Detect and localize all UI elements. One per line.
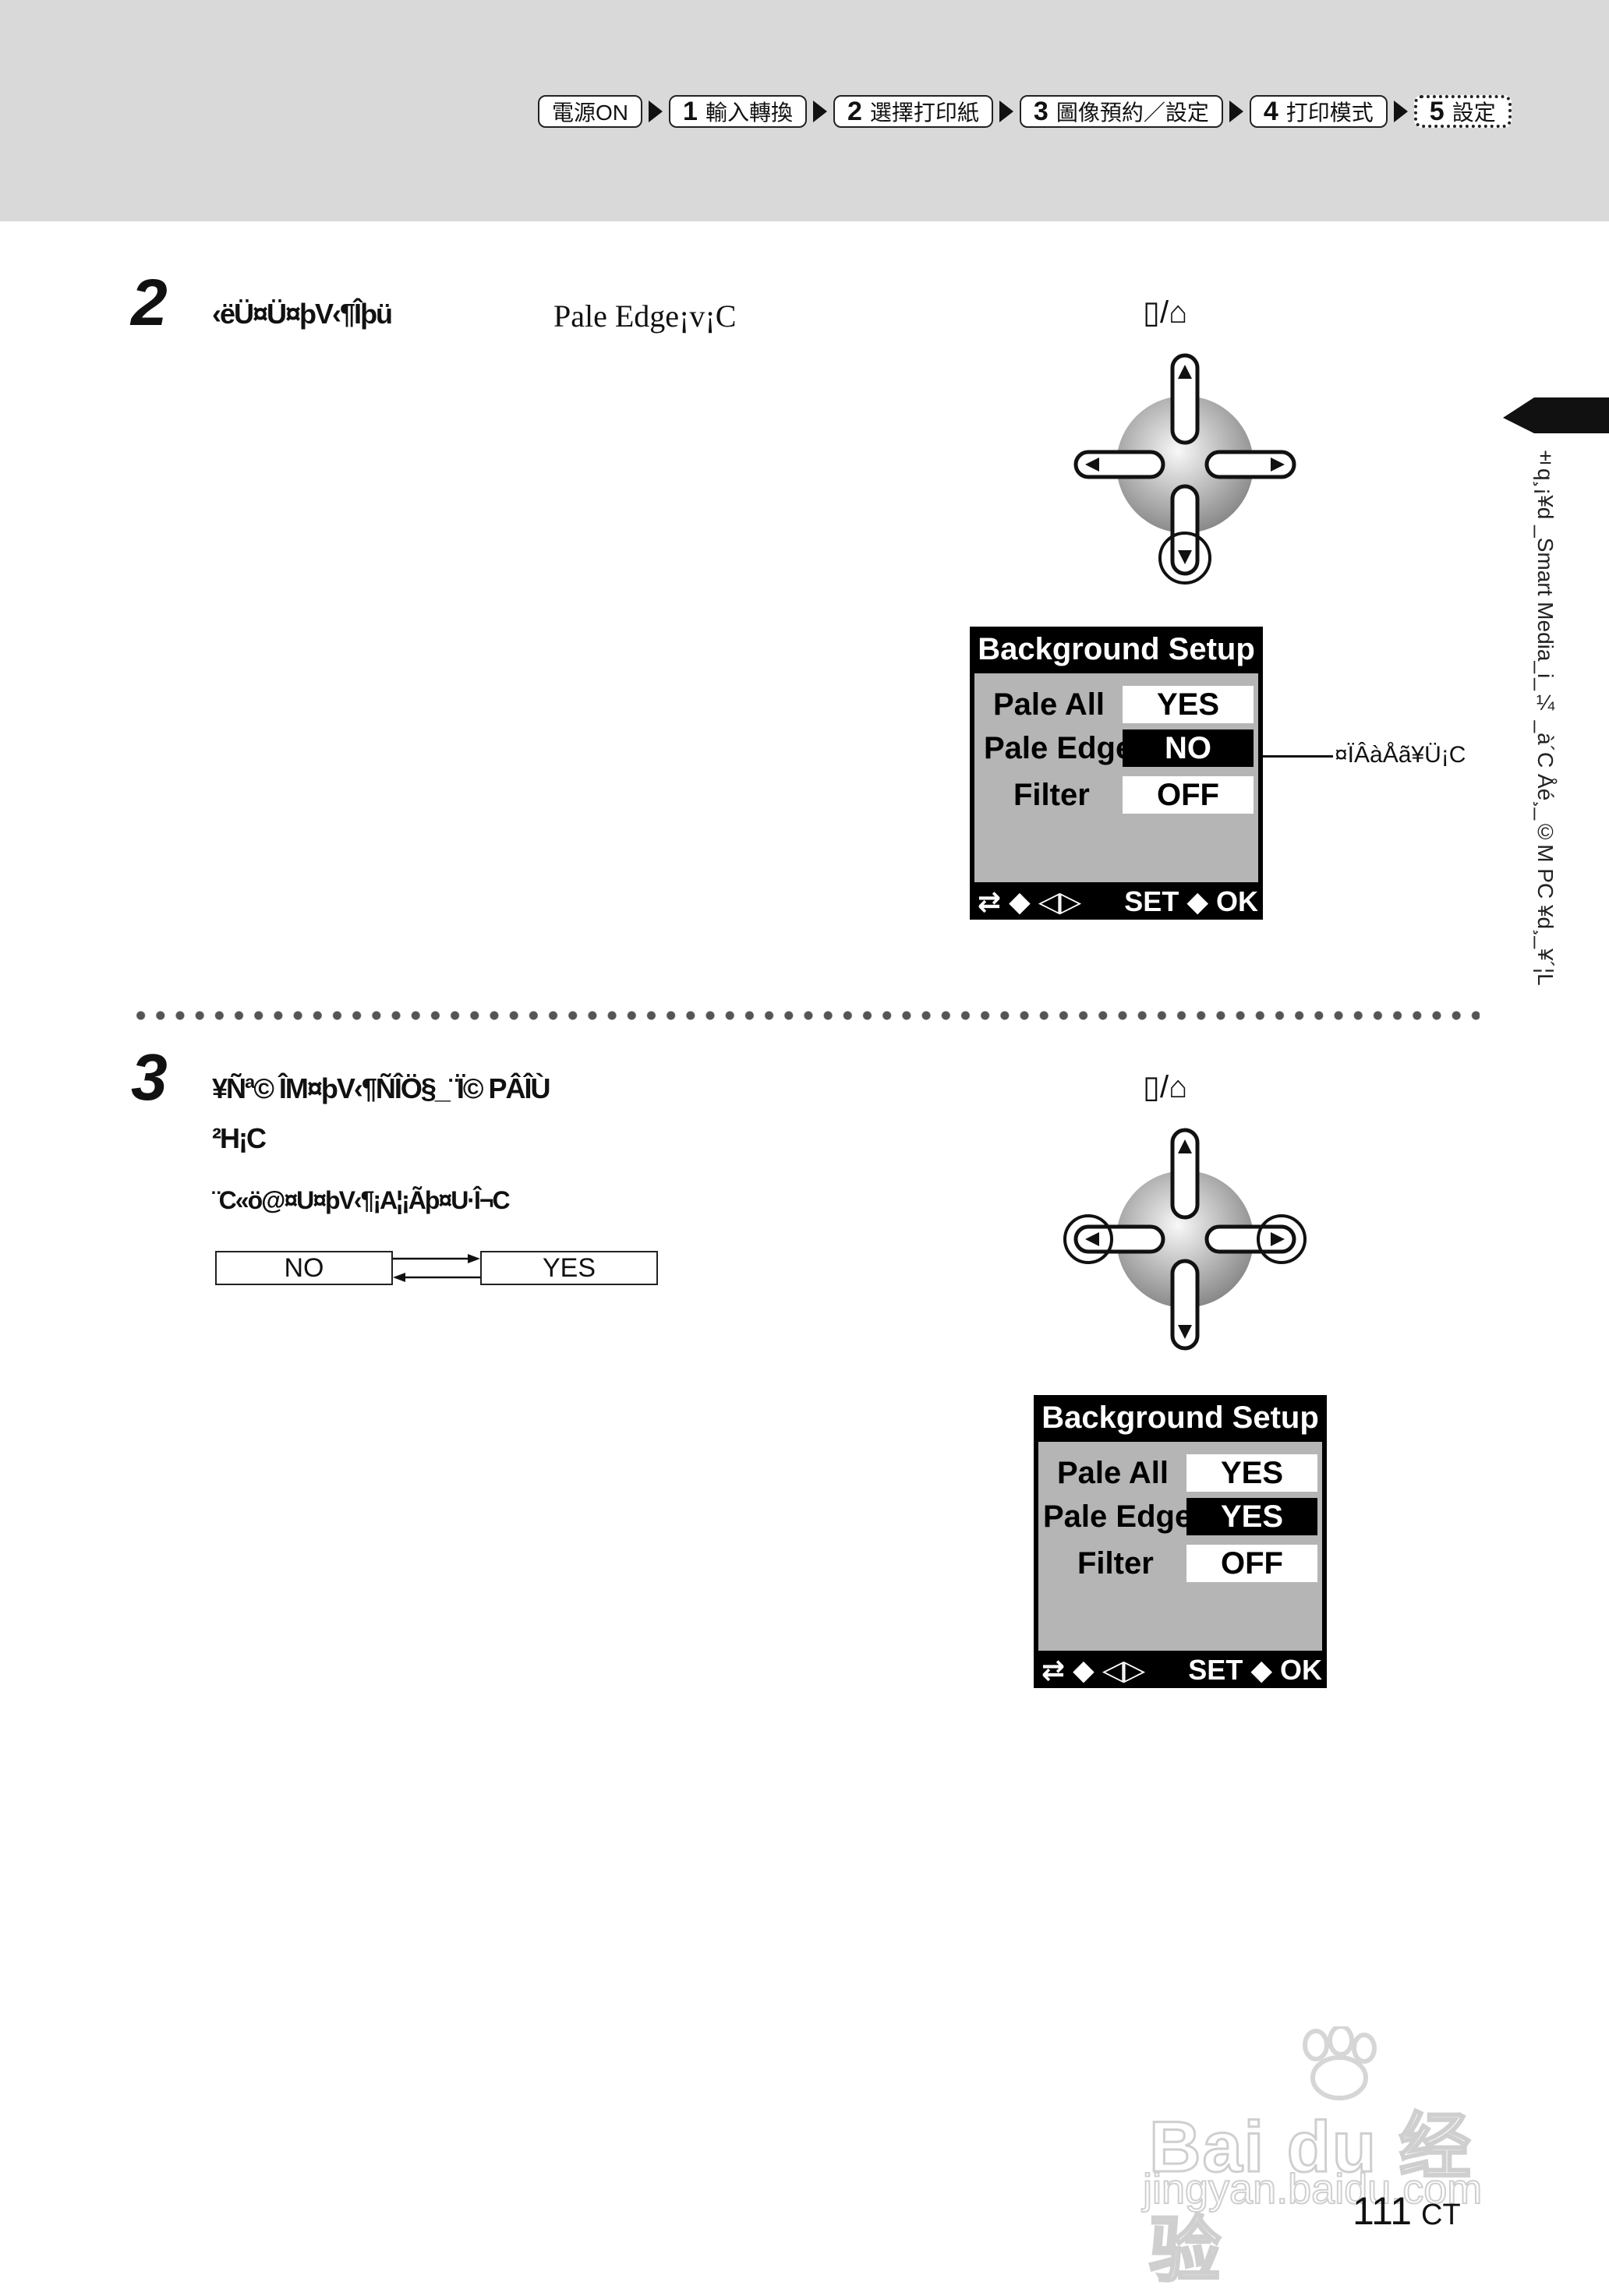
breadcrumb-step-number: 1 bbox=[683, 96, 698, 126]
step-2-heading: ‹ëÜ¤Ü¤þV‹¶Îþü bbox=[212, 298, 393, 330]
breadcrumb-step-1[interactable]: 1 輸入轉換 bbox=[669, 95, 807, 128]
breadcrumb-step-label: 電源ON bbox=[552, 101, 629, 125]
step-2-heading-tail: Pale Edge¡v¡C bbox=[553, 298, 737, 334]
breadcrumb-step-3[interactable]: 3 圖像預約／設定 bbox=[1019, 95, 1223, 128]
breadcrumb-step-label: 設定 bbox=[1452, 101, 1496, 125]
lcd-footer-nav-hint: ⇄ ◆ ◁▷ bbox=[978, 885, 1082, 917]
step-2-key-label: ▯/⌂ bbox=[1143, 295, 1188, 330]
lcd-label-pale-edge: Pale Edge bbox=[984, 731, 1133, 765]
step-2-lcd-screen: Background Setup Pale All YES Pale Edge … bbox=[970, 627, 1263, 920]
breadcrumb-step-label: 輸入轉換 bbox=[705, 101, 793, 125]
callout-leader-line bbox=[1263, 755, 1333, 758]
step-3-number: 3 bbox=[131, 1040, 168, 1114]
step-3-heading-line2: ²H¡C bbox=[212, 1122, 267, 1154]
lcd-title: Background Setup bbox=[978, 632, 1255, 666]
lcd-value-filter[interactable]: OFF bbox=[1186, 1545, 1317, 1582]
dotted-separator bbox=[131, 1010, 1480, 1021]
breadcrumb-step-2[interactable]: 2 選擇打印紙 bbox=[833, 95, 993, 128]
lcd-body: Pale All YES Pale Edge YES Filter OFF bbox=[1038, 1442, 1322, 1651]
lcd-title: Background Setup bbox=[1041, 1401, 1319, 1435]
step-2-number: 2 bbox=[131, 266, 168, 339]
watermark-brand: Bai du 经验 bbox=[1148, 2107, 1473, 2292]
watermark-url: jingyan.baidu.com bbox=[1142, 2165, 1483, 2213]
breadcrumb-arrow-icon bbox=[999, 101, 1013, 122]
lcd-value-pale-all[interactable]: YES bbox=[1186, 1454, 1317, 1492]
breadcrumb-arrow-icon bbox=[649, 101, 663, 122]
step-3-heading-line1: ¥Ñª© ÎM¤þV‹¶ÑÎÖ§_¨Ï© PÂÎÙ bbox=[212, 1072, 550, 1104]
lcd-footer: ⇄ ◆ ◁▷ SET ◆ OK bbox=[970, 884, 1263, 920]
breadcrumb-step-label: 圖像預約／設定 bbox=[1056, 101, 1209, 125]
baidu-watermark: Bai du 经验 jingyan.baidu.com bbox=[1138, 2026, 1544, 2292]
step-3-key-label: ▯/⌂ bbox=[1143, 1070, 1188, 1104]
lcd-value-pale-edge-selected[interactable]: NO bbox=[1123, 729, 1254, 767]
breadcrumb-arrow-icon bbox=[1393, 101, 1408, 122]
breadcrumb-step-number: 2 bbox=[847, 96, 862, 126]
lcd-label-pale-all: Pale All bbox=[993, 687, 1105, 722]
step-3-lcd-screen: Background Setup Pale All YES Pale Edge … bbox=[1034, 1395, 1327, 1688]
paw-logo-icon bbox=[1303, 2026, 1377, 2100]
page-number-suffix: CT bbox=[1421, 2199, 1461, 2231]
lcd-footer-set-hint: SET ◆ OK bbox=[1188, 1654, 1322, 1686]
step-2-callout-text: ¤ÏÂàÅã¥Ü¡C bbox=[1335, 742, 1466, 768]
breadcrumb-step-number: 4 bbox=[1263, 96, 1278, 126]
toggle-no-box: NO bbox=[215, 1251, 393, 1285]
lcd-footer-set-hint: SET ◆ OK bbox=[1124, 885, 1258, 917]
lcd-label-filter: Filter bbox=[1077, 1546, 1154, 1581]
breadcrumb-step-label: 打印模式 bbox=[1285, 101, 1374, 125]
lcd-value-pale-all[interactable]: YES bbox=[1123, 686, 1254, 723]
page-number-value: 111 bbox=[1353, 2189, 1413, 2233]
step-3-subtext: ¨C«ö@¤U¤þV‹¶¡A¦¡Ãþ¤U·Î¬C bbox=[212, 1186, 511, 1214]
breadcrumb-step-5-current[interactable]: 5 設定 bbox=[1413, 95, 1512, 128]
step-2-dpad-down-icon[interactable] bbox=[1068, 349, 1302, 591]
lcd-label-pale-edge: Pale Edge bbox=[1043, 1499, 1193, 1534]
breadcrumb-step-number: 5 bbox=[1429, 96, 1445, 126]
lcd-footer-nav-hint: ⇄ ◆ ◁▷ bbox=[1041, 1654, 1146, 1686]
toggle-swap-arrows-icon bbox=[393, 1254, 480, 1282]
breadcrumb-arrow-icon bbox=[812, 101, 827, 122]
step-3-dpad-left-right-icon[interactable] bbox=[1062, 1122, 1308, 1364]
lcd-value-pale-edge-selected[interactable]: YES bbox=[1186, 1498, 1317, 1535]
breadcrumb-step-power-on[interactable]: 電源ON bbox=[538, 95, 643, 128]
toggle-yes-box: YES bbox=[480, 1251, 658, 1285]
side-section-label: ±q¸¡¥d _Smart Media_i_¼ _à´C Åé¸_©M PC ¥… bbox=[1533, 444, 1558, 986]
breadcrumb-step-number: 3 bbox=[1033, 96, 1049, 126]
lcd-label-pale-all: Pale All bbox=[1057, 1456, 1169, 1490]
lcd-value-filter[interactable]: OFF bbox=[1123, 776, 1254, 814]
step-breadcrumb: 電源ON 1 輸入轉換 2 選擇打印紙 3 圖像預約／設定 4 打印模式 5 設… bbox=[538, 92, 1512, 131]
lcd-label-filter: Filter bbox=[1013, 778, 1090, 812]
lcd-footer: ⇄ ◆ ◁▷ SET ◆ OK bbox=[1034, 1652, 1327, 1688]
breadcrumb-step-label: 選擇打印紙 bbox=[869, 101, 979, 125]
section-tab-icon bbox=[1503, 397, 1609, 433]
breadcrumb-step-4[interactable]: 4 打印模式 bbox=[1249, 95, 1388, 128]
lcd-body: Pale All YES Pale Edge NO Filter OFF bbox=[974, 673, 1258, 882]
breadcrumb-arrow-icon bbox=[1229, 101, 1243, 122]
